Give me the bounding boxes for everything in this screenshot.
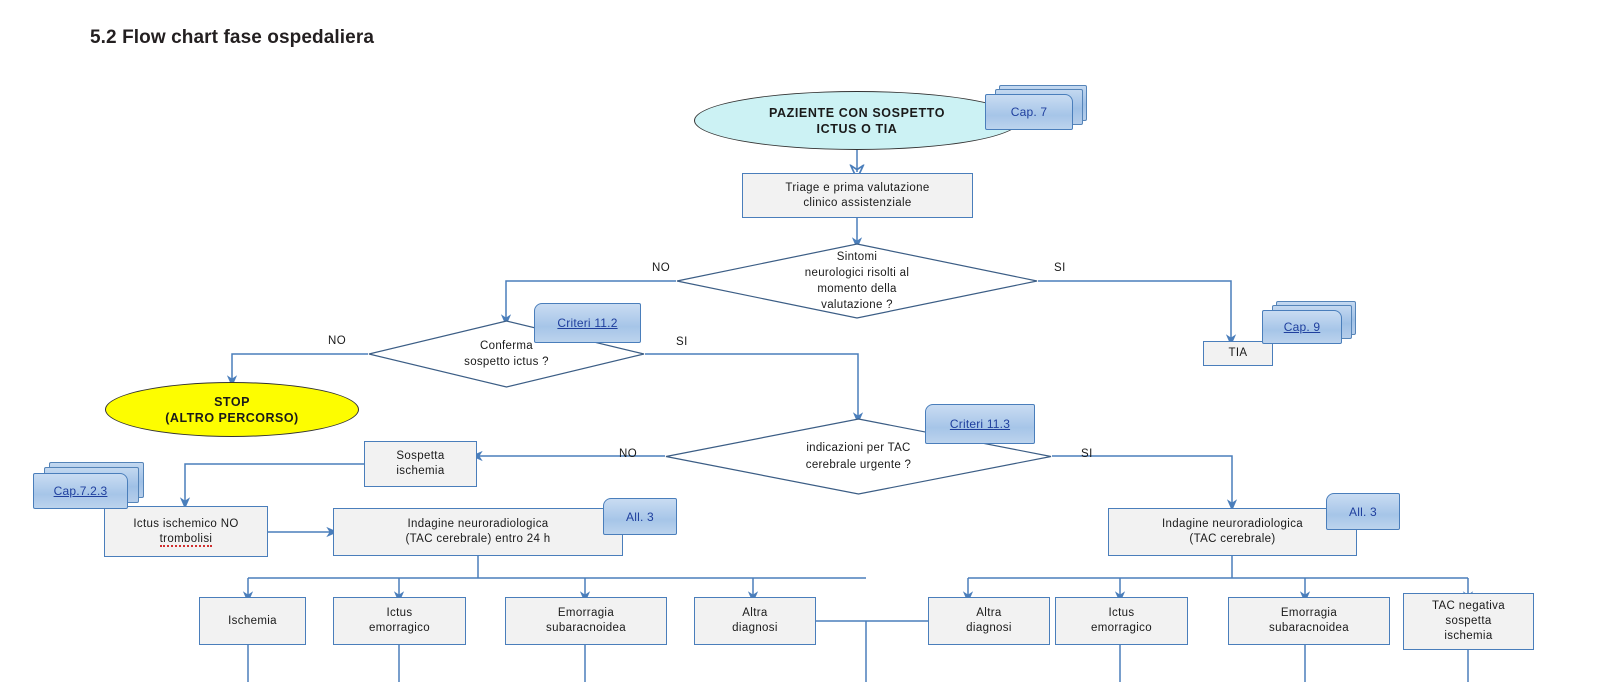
node-ictus-emo-l-line2: emorragico [368, 622, 431, 634]
node-stop-line2: (ALTRO PERCORSO) [165, 410, 299, 425]
node-tac-neg-line3: ischemia [1444, 629, 1493, 642]
node-altra-r-line1: Altra [976, 607, 1002, 620]
note-cap-7-2-3-label: Cap.7.2.3 [53, 484, 108, 498]
edge-label-d2-no: NO [328, 335, 347, 347]
note-front[interactable]: All. 3 [1326, 493, 1400, 530]
diamond-shape [676, 243, 1038, 319]
node-altra-r-line2: diagnosi [966, 622, 1012, 634]
note-cap-9-label: Cap. 9 [1283, 320, 1321, 334]
node-tac-negativa-sospetta-ischemia[interactable]: TAC negativa sospetta ischemia [1403, 593, 1534, 650]
note-all-3-left[interactable]: All. 3 [603, 498, 681, 538]
node-indagine-neuroradiologica-tac[interactable]: Indagine neuroradiologica (TAC cerebrale… [1108, 508, 1357, 556]
node-emorragia-subaracnoidea-right[interactable]: Emorragia subaracnoidea [1228, 597, 1390, 645]
node-ictus-no-trombolisi-line2: trombolisi [159, 532, 213, 547]
node-indagine-neuroradiologica-24h[interactable]: Indagine neuroradiologica (TAC cerebrale… [333, 508, 623, 556]
page-title: 5.2 Flow chart fase ospedaliera [90, 27, 374, 48]
note-criteri-11-3-label: Criteri 11.3 [949, 417, 1011, 431]
node-triage[interactable]: Triage e prima valutazione clinico assis… [742, 173, 973, 218]
node-esa-r-line1: Emorragia [1280, 607, 1338, 620]
node-sospetta-line1: Sospetta [396, 450, 445, 463]
node-tac24h-line1: Indagine neuroradiologica [407, 518, 549, 531]
node-tacurg-line2: (TAC cerebrale) [1189, 533, 1276, 545]
node-start-line1: PAZIENTE CON SOSPETTO [768, 105, 946, 120]
node-stop-altro-percorso[interactable]: STOP (ALTRO PERCORSO) [105, 382, 359, 437]
node-sospetta-line2: ischemia [396, 465, 445, 477]
note-front[interactable]: Cap. 7 [985, 94, 1073, 130]
node-ictus-emorragico-left[interactable]: Ictus emorragico [333, 597, 466, 645]
note-front[interactable]: All. 3 [603, 498, 677, 535]
edge-label-d3-si: SI [1081, 448, 1093, 460]
node-esa-r-line2: subaracnoidea [1269, 622, 1349, 634]
node-d1-line1: Sintomi [836, 250, 878, 263]
node-stop-line1: STOP [214, 394, 250, 409]
node-d1-line2: neurologici risolti al [804, 266, 910, 279]
node-ischemia-line1: Ischemia [228, 614, 277, 627]
node-ictus-emo-r-line1: Ictus [1108, 607, 1135, 620]
edge-label-d2-si: SI [676, 336, 688, 348]
node-tac-neg-line1: TAC negativa [1431, 600, 1506, 613]
node-triage-line1: Triage e prima valutazione [785, 181, 930, 194]
note-front[interactable]: Cap. 9 [1262, 310, 1342, 344]
note-front[interactable]: Criteri 11.2 [534, 303, 641, 343]
node-tac24h-line2: (TAC cerebrale) entro 24 h [405, 533, 551, 545]
node-d1-line3: momento della [817, 283, 897, 295]
edge-label-d3-no: NO [619, 448, 638, 460]
note-cap-9[interactable]: Cap. 9 [1262, 301, 1362, 353]
node-start-paziente-sospetto[interactable]: PAZIENTE CON SOSPETTO ICTUS O TIA [694, 91, 1020, 150]
node-ictus-ischemico-no-trombolisi[interactable]: Ictus ischemico NO trombolisi [104, 506, 268, 557]
node-ictus-no-trombolisi-line1: Ictus ischemico NO [133, 517, 239, 530]
node-esa-l-line2: subaracnoidea [546, 622, 626, 634]
node-d3-line2: cerebrale urgente ? [805, 458, 912, 471]
node-emorragia-subaracnoidea-left[interactable]: Emorragia subaracnoidea [505, 597, 667, 645]
node-ictus-emo-r-line2: emorragico [1090, 622, 1153, 634]
note-criteri-11-3[interactable]: Criteri 11.3 [925, 404, 1040, 448]
node-decision-sintomi-risolti[interactable]: Sintomi neurologici risolti al momento d… [676, 243, 1038, 319]
note-cap-7-label: Cap. 7 [1010, 105, 1048, 119]
node-esa-l-line1: Emorragia [557, 607, 615, 620]
node-altra-l-line1: Altra [742, 607, 768, 620]
node-ictus-emorragico-right[interactable]: Ictus emorragico [1055, 597, 1188, 645]
node-tac-neg-line2: sospetta [1445, 615, 1492, 628]
edge-label-d1-no: NO [652, 262, 671, 274]
node-tia-label: TIA [1228, 347, 1248, 360]
edge-label-d1-si: SI [1054, 262, 1066, 274]
node-altra-diagnosi-right[interactable]: Altra diagnosi [928, 597, 1050, 645]
node-tacurg-line1: Indagine neuroradiologica [1161, 518, 1304, 531]
node-d1-line4: valutazione ? [821, 299, 893, 312]
node-altra-diagnosi-left[interactable]: Altra diagnosi [694, 597, 816, 645]
note-all-3-left-label: All. 3 [626, 509, 654, 524]
note-front[interactable]: Cap.7.2.3 [33, 473, 128, 509]
node-d2-line2: sospetto ictus ? [464, 356, 549, 368]
note-cap-7[interactable]: Cap. 7 [985, 85, 1090, 137]
note-all-3-right[interactable]: All. 3 [1326, 493, 1404, 533]
note-criteri-11-2[interactable]: Criteri 11.2 [534, 303, 644, 347]
node-sospetta-ischemia[interactable]: Sospetta ischemia [364, 441, 477, 487]
node-start-line2: ICTUS O TIA [816, 121, 898, 136]
node-ischemia[interactable]: Ischemia [199, 597, 306, 645]
node-tia[interactable]: TIA [1203, 341, 1273, 366]
node-ictus-emo-l-line1: Ictus [386, 607, 413, 620]
node-d2-line1: Conferma [480, 339, 533, 352]
note-front[interactable]: Criteri 11.3 [925, 404, 1035, 444]
node-triage-line2: clinico assistenziale [803, 196, 912, 209]
node-d3-line1: indicazioni per TAC [806, 442, 911, 455]
note-all-3-right-label: All. 3 [1349, 504, 1377, 519]
node-altra-l-line2: diagnosi [732, 622, 778, 634]
note-criteri-11-2-label: Criteri 11.2 [557, 316, 618, 330]
note-cap-7-2-3[interactable]: Cap.7.2.3 [33, 462, 151, 517]
